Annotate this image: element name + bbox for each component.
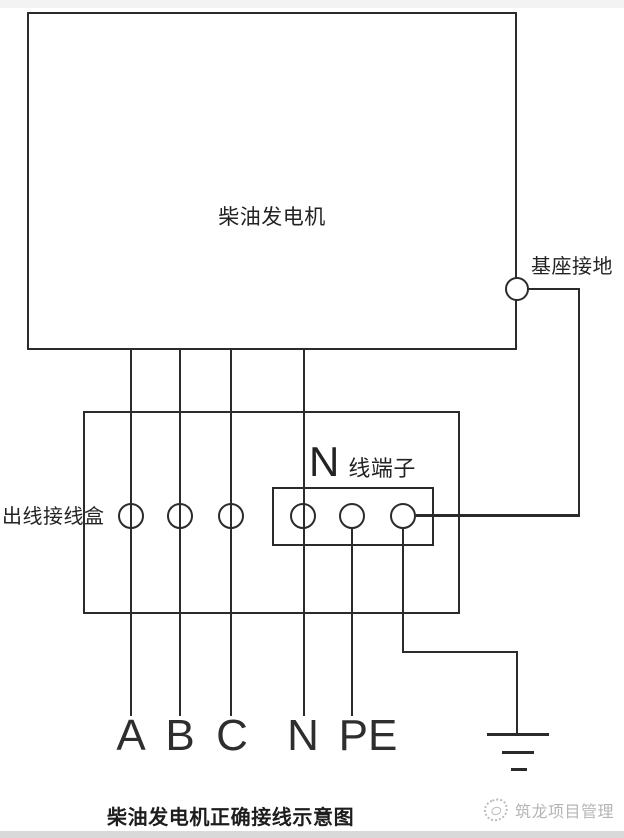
n-terminal-letter: N [309, 438, 340, 485]
wire-pe [351, 528, 353, 716]
bottom-edge-strip [0, 831, 624, 838]
terminal-circle-ground [390, 503, 416, 529]
wire-ground-down [402, 528, 404, 653]
terminal-circle-n [290, 503, 316, 529]
watermark: 筑龙项目管理 [481, 795, 615, 825]
wire-ground-to-terminal [416, 514, 580, 517]
terminal-circle-a [118, 503, 144, 529]
zhulong-logo-icon [481, 795, 511, 825]
wire-base-ground-horizontal [527, 288, 580, 290]
watermark-text: 筑龙项目管理 [515, 804, 615, 821]
base-ground-label: 基座接地 [531, 256, 613, 278]
wire-base-ground-vertical [578, 288, 580, 517]
top-edge-strip [0, 0, 624, 8]
base-ground-terminal-circle [505, 277, 529, 301]
terminal-circle-b [167, 503, 193, 529]
label-phase-c: C [216, 711, 248, 760]
wire-phase-c [230, 348, 232, 716]
wire-ground-across [402, 651, 518, 653]
label-pe: PE [338, 711, 398, 760]
generator-label: 柴油发电机 [218, 206, 326, 229]
wire-phase-b [179, 348, 181, 716]
label-phase-a: A [116, 711, 146, 760]
diagram-caption: 柴油发电机正确接线示意图 [107, 807, 355, 829]
wire-phase-a [130, 348, 132, 716]
label-phase-b: B [165, 711, 195, 760]
wire-ground-drop [516, 651, 518, 735]
generator-box [27, 12, 517, 350]
label-neutral: N [287, 711, 319, 760]
n-terminal-text: 线端子 [348, 456, 416, 481]
junction-box [83, 411, 460, 614]
junction-box-label: 出线接线盒 [2, 506, 105, 528]
n-terminal-label: N 线端子 [309, 438, 416, 485]
terminal-circle-pe [339, 503, 365, 529]
n-terminal-box [272, 487, 434, 546]
terminal-circle-c [218, 503, 244, 529]
wire-neutral [303, 348, 305, 716]
